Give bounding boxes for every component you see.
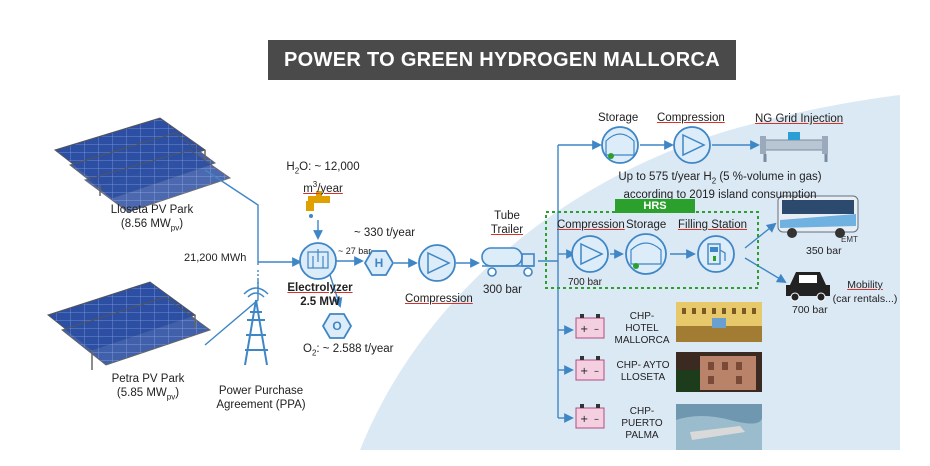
- hrs-compressor-icon: [572, 236, 608, 272]
- svg-text:+: +: [580, 324, 588, 335]
- electrolyzer-name: Electrolyzer: [280, 281, 360, 295]
- hrs-storage-icon: [626, 234, 666, 274]
- oxygen-label: O2: ~ 2.588 t/year: [303, 342, 393, 360]
- electrolyzer-power: 2.5 MW: [280, 295, 360, 309]
- ppa-tower-icon: [244, 288, 268, 365]
- lloseta-capacity: (8.56 MWpv): [82, 217, 222, 235]
- electrolyzer-label: Electrolyzer 2.5 MW: [280, 281, 360, 309]
- tube-trailer-label: Tube Trailer: [478, 209, 536, 237]
- lloseta-name: Lloseta PV Park: [82, 203, 222, 217]
- top-compression-label: Compression: [657, 111, 725, 125]
- svg-text:+: +: [580, 414, 588, 425]
- grid-injection-label: NG Grid Injection: [755, 112, 843, 126]
- main-compression-label: Compression: [405, 292, 473, 306]
- svg-text:–: –: [594, 324, 599, 335]
- chp-battery-icon-1: + –: [576, 314, 604, 338]
- car-pressure: 700 bar: [792, 303, 828, 317]
- electrolyzer-pressure: ~ 27 bar: [338, 244, 371, 258]
- electrolyzer-icon: [300, 243, 336, 279]
- ppa-line1: Power Purchase: [196, 384, 326, 398]
- filling-station-label: Filling Station: [678, 218, 747, 232]
- energy-label: 21,200 MWh: [184, 251, 246, 265]
- tube-trailer-pressure: 300 bar: [483, 283, 522, 297]
- hotel-photo: [676, 302, 762, 342]
- main-compressor-icon: [419, 245, 455, 281]
- chp-battery-icon-2: + –: [576, 356, 604, 380]
- mobility-label: Mobility (car rentals...): [825, 278, 905, 306]
- lloseta-pv-panels: [55, 118, 230, 212]
- tube-trailer-line2: Trailer: [478, 223, 536, 237]
- page-title: POWER TO GREEN HYDROGEN MALLORCA: [268, 40, 736, 80]
- chp-battery-icon-3: + –: [576, 404, 604, 428]
- storage-label: Storage: [598, 111, 638, 125]
- filling-station-icon: [698, 236, 734, 272]
- tube-trailer-line1: Tube: [478, 209, 536, 223]
- bus-icon: [778, 196, 858, 238]
- top-compressor-icon: [674, 127, 710, 163]
- ppa-line2: Agreement (PPA): [196, 398, 326, 412]
- hrs-badge: HRS: [615, 199, 695, 213]
- water-label: H2O: ~ 12,000 m3/year: [268, 160, 378, 196]
- oxygen-symbol: O: [331, 319, 343, 333]
- mobility-note: (car rentals...): [825, 292, 905, 306]
- lloseta-label: Lloseta PV Park (8.56 MWpv): [82, 203, 222, 235]
- emt-logo: EMT: [841, 233, 858, 247]
- hydrogen-symbol: H: [373, 256, 385, 270]
- storage-tank-icon: [602, 127, 638, 163]
- lloseta-townhall-photo: [676, 352, 762, 392]
- hrs-compression-pressure: 700 bar: [568, 276, 602, 290]
- hydrogen-rate: ~ 330 t/year: [354, 226, 415, 240]
- puerto-palma-photo: [676, 404, 762, 450]
- petra-pv-panels: [48, 282, 210, 370]
- mobility-title: Mobility: [825, 278, 905, 292]
- bus-pressure: 350 bar: [806, 244, 842, 258]
- svg-text:–: –: [594, 366, 599, 377]
- svg-text:+: +: [580, 366, 588, 377]
- svg-text:–: –: [594, 414, 599, 425]
- hrs-storage-label: Storage: [626, 218, 666, 232]
- ppa-label: Power Purchase Agreement (PPA): [196, 384, 326, 412]
- top-branch-note: Up to 575 t/year H2 (5 %-volume in gas) …: [585, 170, 855, 202]
- hrs-compression-label: Compression: [557, 218, 625, 232]
